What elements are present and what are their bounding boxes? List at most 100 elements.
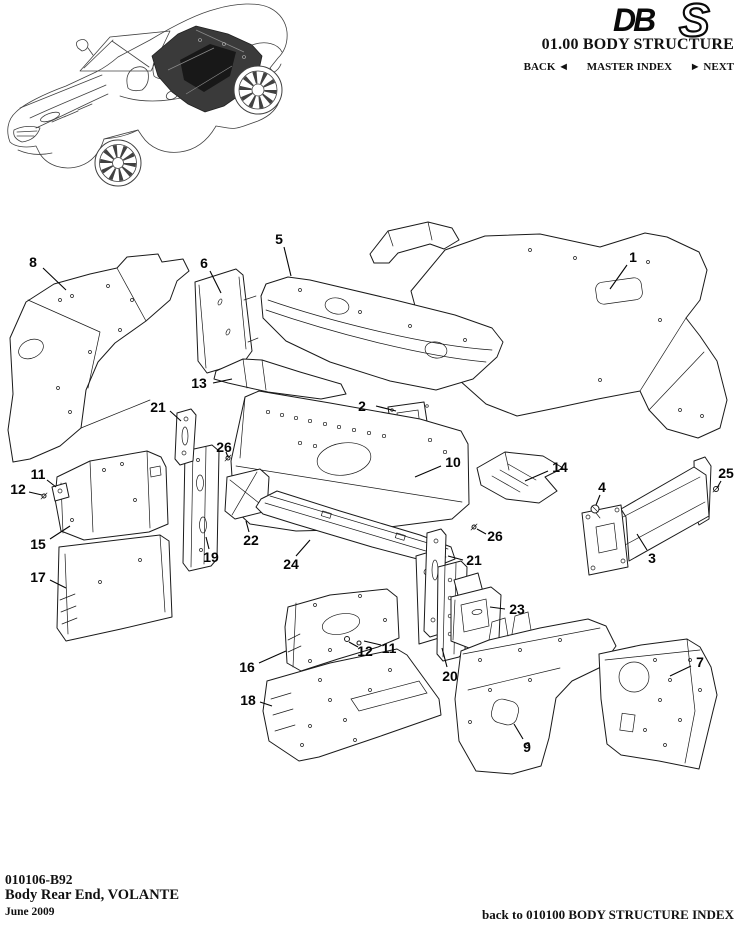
logo-s-text: S xyxy=(679,1,710,43)
callout-number-5: 5 xyxy=(275,231,283,247)
part-26-screw-left xyxy=(224,454,232,462)
callout-number-16: 16 xyxy=(239,659,255,675)
back-to-index-link[interactable]: back to 010100 BODY STRUCTURE INDEX xyxy=(482,907,734,922)
callout-number-26: 26 xyxy=(487,528,503,544)
logo-db-text: DB xyxy=(613,2,655,38)
callout-number-12: 12 xyxy=(10,481,26,497)
callout-number-9: 9 xyxy=(523,739,531,755)
callout-number-21: 21 xyxy=(150,399,166,415)
callout-number-20: 20 xyxy=(442,668,458,684)
part-6-side-panel xyxy=(194,268,259,374)
part-4-bolt xyxy=(590,504,601,519)
nav-back-link[interactable]: BACK ◄ xyxy=(523,61,570,73)
callout-number-14: 14 xyxy=(552,459,568,475)
part-7-rear-quarter-panel xyxy=(598,638,718,770)
callout-number-8: 8 xyxy=(29,254,37,270)
document-title: Body Rear End, VOLANTE xyxy=(5,887,180,904)
part-8-wheelhouse-panel xyxy=(7,253,190,463)
callout-number-1: 1 xyxy=(629,249,637,265)
callout-number-12: 12 xyxy=(357,643,373,659)
callout-number-4: 4 xyxy=(598,479,606,495)
callout-number-23: 23 xyxy=(509,601,525,617)
hood-vents xyxy=(51,103,93,123)
callout-leader-6 xyxy=(209,270,222,294)
callout-number-21: 21 xyxy=(466,552,482,568)
callout-leader-26 xyxy=(225,451,229,458)
footer-document-info: 010106-B92 Body Rear End, VOLANTE June 2… xyxy=(5,872,179,919)
grille xyxy=(13,126,41,143)
callout-number-11: 11 xyxy=(382,640,397,656)
part-15-inner-panel xyxy=(54,450,169,541)
rivet-holes xyxy=(300,668,392,747)
part-21-strap-left xyxy=(174,408,197,466)
part-14-bracket xyxy=(476,451,564,504)
rivet-holes xyxy=(528,248,704,418)
callout-leader-21 xyxy=(169,410,182,422)
page-title: 01.00 BODY STRUCTURE xyxy=(541,36,734,53)
nav-bar: BACK ◄ MASTER INDEX ► NEXT xyxy=(524,61,734,73)
callout-leader-23 xyxy=(489,606,506,610)
callout-leader-20 xyxy=(441,647,448,668)
callout-leader-24 xyxy=(295,539,311,557)
callout-leader-2 xyxy=(375,405,397,412)
callout-leader-7 xyxy=(669,665,692,677)
callout-leader-14 xyxy=(524,470,549,482)
part-3-crossmember xyxy=(581,456,712,576)
callout-leader-11 xyxy=(46,479,57,488)
part-12-screw-left xyxy=(40,492,48,500)
dbs-logo: DB S xyxy=(613,1,711,43)
parts-layer xyxy=(7,221,728,775)
part-23-bracket-assembly xyxy=(450,572,502,649)
part-24-sill-rail xyxy=(255,490,456,566)
callout-number-18: 18 xyxy=(240,692,256,708)
part-26-screw-right xyxy=(470,523,478,531)
callout-leader-25 xyxy=(716,480,722,489)
part-16-quarter-panel xyxy=(284,588,400,672)
callout-number-6: 6 xyxy=(200,255,208,271)
callout-leader-19 xyxy=(205,536,210,550)
rivet-holes xyxy=(56,284,134,414)
callout-number-11: 11 xyxy=(31,466,46,482)
callout-leader-12 xyxy=(348,641,359,648)
car-illustration xyxy=(7,3,288,187)
rivet-holes xyxy=(468,638,562,746)
callout-leader-11 xyxy=(363,640,382,646)
callout-number-13: 13 xyxy=(191,375,207,391)
callout-leader-13 xyxy=(212,378,233,384)
callout-leader-12 xyxy=(28,491,43,496)
nav-next-link[interactable]: ► NEXT xyxy=(689,61,734,73)
callout-number-15: 15 xyxy=(30,536,46,552)
callout-number-24: 24 xyxy=(283,556,299,572)
callout-leader-5 xyxy=(283,246,292,277)
callout-leader-22 xyxy=(245,520,250,533)
document-number: 010106-B92 xyxy=(5,872,73,887)
nav-master-index-link[interactable]: MASTER INDEX xyxy=(586,61,673,73)
rivet-holes xyxy=(298,288,467,342)
headlamp xyxy=(40,111,60,123)
callout-leader-18 xyxy=(259,701,273,707)
callout-number-19: 19 xyxy=(203,549,219,565)
rear-wheel xyxy=(233,65,283,115)
part-5-bulkhead-beam xyxy=(260,276,504,391)
seat xyxy=(126,66,149,92)
part-11-clip-left xyxy=(51,482,70,502)
part-9-wheelhouse-liner xyxy=(454,611,617,775)
part-1-rear-bulkhead-panel xyxy=(410,232,728,439)
callout-leader-9 xyxy=(513,723,524,740)
callout-leader-21 xyxy=(447,555,464,561)
callout-leader-10 xyxy=(414,465,442,478)
part-13-bracket xyxy=(213,358,347,400)
callout-number-3: 3 xyxy=(648,550,656,566)
part-18-quarter-lower-panel xyxy=(262,648,442,762)
callout-number-25: 25 xyxy=(718,465,734,481)
callout-leader-8 xyxy=(42,267,67,291)
part-19-channel xyxy=(182,444,220,572)
rivet-holes xyxy=(265,409,448,455)
fastener-12 xyxy=(356,640,362,646)
document-date: June 2009 xyxy=(5,906,55,919)
callout-leader-16 xyxy=(258,650,287,664)
front-wheel xyxy=(94,139,142,187)
